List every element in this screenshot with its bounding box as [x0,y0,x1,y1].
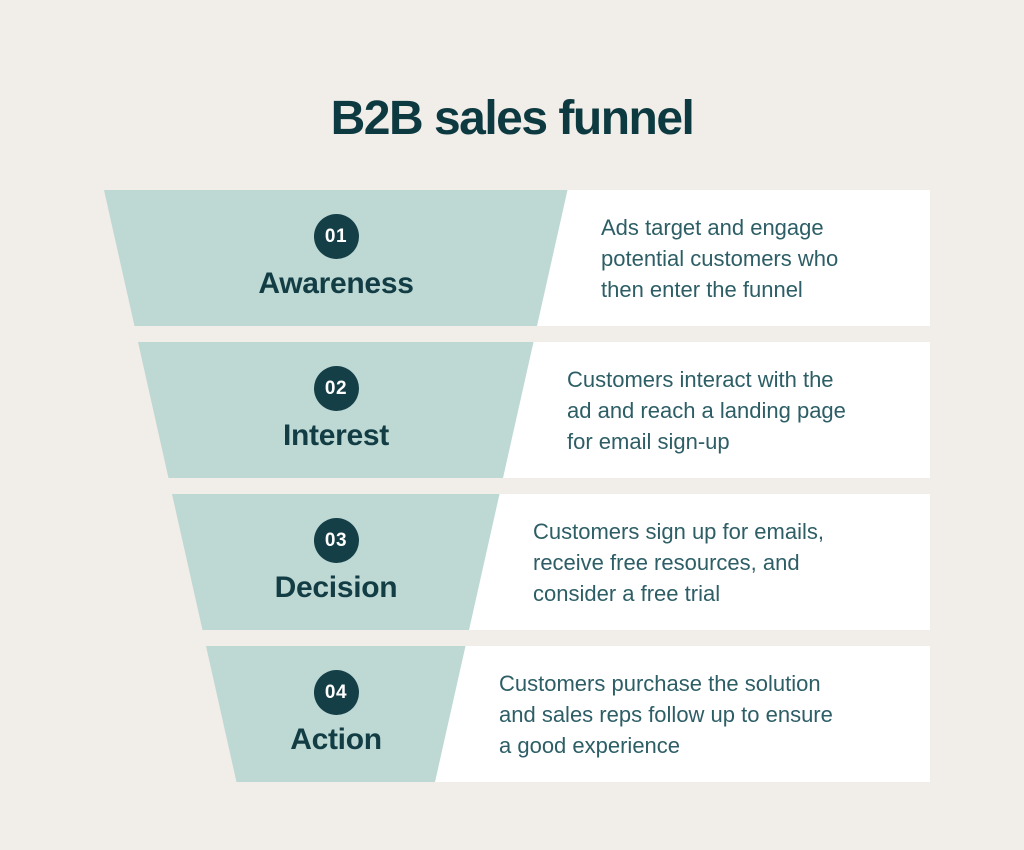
stage-number: 02 [324,377,348,399]
stage-label: Decision [274,571,398,604]
stage-number: 04 [324,681,348,703]
description-line: Customers interact with the [567,366,834,392]
funnel-segment-interest: 02 Interest [138,342,534,478]
funnel-stage-band: 01 Awareness Ads target and engage poten… [0,190,1024,326]
stage-number: 01 [324,225,348,247]
description-line: a good experience [499,732,681,758]
funnel-stage-band: 02 Interest Customers interact with the … [0,342,1024,478]
stage-description-panel: Ads target and engage potential customer… [537,190,930,326]
description-line: and sales reps follow up to ensure [499,701,833,727]
page-title: B2B sales funnel [330,92,695,146]
stage-number-badge: 02 [314,366,359,411]
description-line: Customers purchase the solution [499,670,821,696]
stage-label: Awareness [258,267,414,300]
stage-description-panel: Customers sign up for emails, receive fr… [469,494,930,630]
description-line: ad and reach a landing page [567,397,846,423]
description-line: then enter the funnel [601,276,803,302]
description-line: for email sign-up [567,428,730,454]
funnel-stage-band: 04 Action Customers purchase the solutio… [0,646,1024,782]
stage-description-panel: Customers purchase the solution and sale… [435,646,930,782]
description-line: Customers sign up for emails, [533,518,824,544]
description-line: Ads target and engage [601,214,824,240]
stage-label: Interest [283,419,389,452]
stage-label: Action [290,723,382,756]
funnel-segment-awareness: 01 Awareness [104,190,568,326]
description-line: receive free resources, and [533,549,800,575]
stage-number-badge: 04 [314,670,359,715]
stage-number-badge: 01 [314,214,359,259]
funnel-stage-band: 03 Decision Customers sign up for emails… [0,494,1024,630]
description-line: potential customers who [601,245,839,271]
funnel-segment-action: 04 Action [206,646,466,782]
stage-description-panel: Customers interact with the ad and reach… [503,342,930,478]
stage-number: 03 [324,529,348,551]
stage-number-badge: 03 [314,518,359,563]
description-line: consider a free trial [533,580,721,606]
funnel-segment-decision: 03 Decision [172,494,500,630]
